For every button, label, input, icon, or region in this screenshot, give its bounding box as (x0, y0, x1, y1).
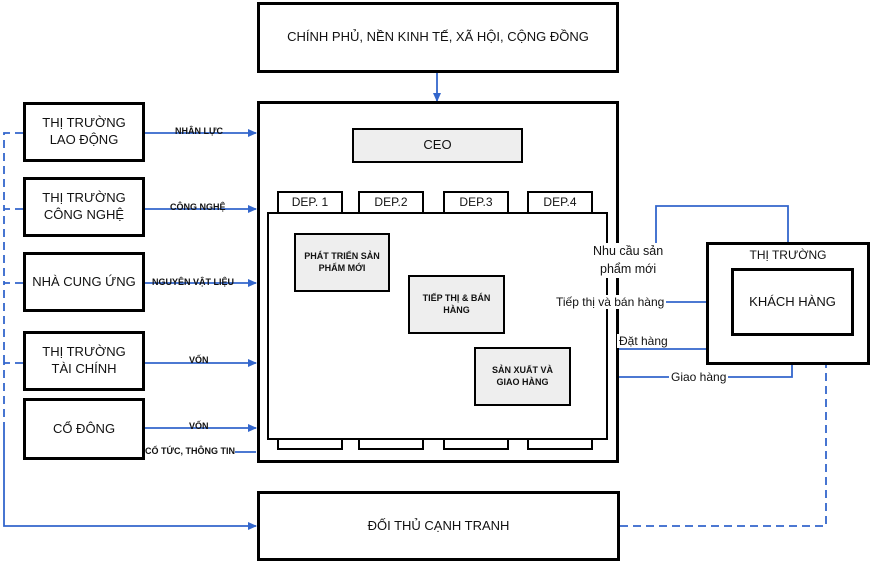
label-tech: CÔNG NGHỆ (170, 202, 226, 212)
environment-label: CHÍNH PHỦ, NỀN KINH TẾ, XÃ HỘI, CỘNG ĐỒN… (287, 29, 589, 45)
label-labor: NHÂN LỰC (175, 126, 223, 136)
environment-box: CHÍNH PHỦ, NỀN KINH TẾ, XÃ HỘI, CỘNG ĐỒN… (257, 2, 619, 73)
customer-label: KHÁCH HÀNG (749, 293, 836, 309)
finance-market-box: THỊ TRƯỜNG TÀI CHÍNH (23, 331, 145, 391)
supplier-box: NHÀ CUNG ỨNG (23, 252, 145, 312)
ceo-label: CEO (423, 137, 452, 153)
shareholders-box: CỔ ĐÔNG (23, 398, 145, 460)
tech-market-box: THỊ TRƯỜNG CÔNG NGHỆ (23, 177, 145, 237)
label-delivery: Giao hàng (669, 370, 729, 384)
ceo-box: CEO (352, 128, 523, 163)
label-dividend: CỔ TỨC, THÔNG TIN (145, 446, 235, 456)
labor-market-box: THỊ TRƯỜNG LAO ĐỘNG (23, 102, 145, 162)
market-title: THỊ TRƯỜNG (749, 248, 827, 262)
dashed-left-to-competitor (3, 132, 23, 428)
competitor-box: ĐỐI THỦ CẠNH TRANH (257, 491, 620, 561)
label-order: Đặt hàng (617, 334, 670, 348)
label-capital-1: VỐN (189, 355, 209, 365)
new-product-box: PHÁT TRIỂN SẢN PHẨM MỚI (294, 233, 390, 292)
label-materials: NGUYÊN VẬT LIỆU (152, 277, 235, 287)
dep-4: DEP.4 (527, 191, 593, 215)
label-demand: Nhu cầu sản phẩm mới (591, 243, 666, 278)
production-delivery-box: SẢN XUẤT VÀ GIAO HÀNG (474, 347, 571, 406)
dep-3: DEP.3 (443, 191, 509, 215)
competitor-label: ĐỐI THỦ CẠNH TRANH (367, 517, 510, 533)
dep-2: DEP.2 (358, 191, 424, 215)
dashed-competitor-to-market (620, 340, 830, 527)
marketing-sales-box: TIẾP THỊ & BÁN HÀNG (408, 275, 505, 334)
label-capital-2: VỐN (189, 421, 209, 431)
customer-box: KHÁCH HÀNG (731, 268, 854, 336)
label-marketing-sales: Tiếp thị và bán hàng (554, 295, 667, 309)
